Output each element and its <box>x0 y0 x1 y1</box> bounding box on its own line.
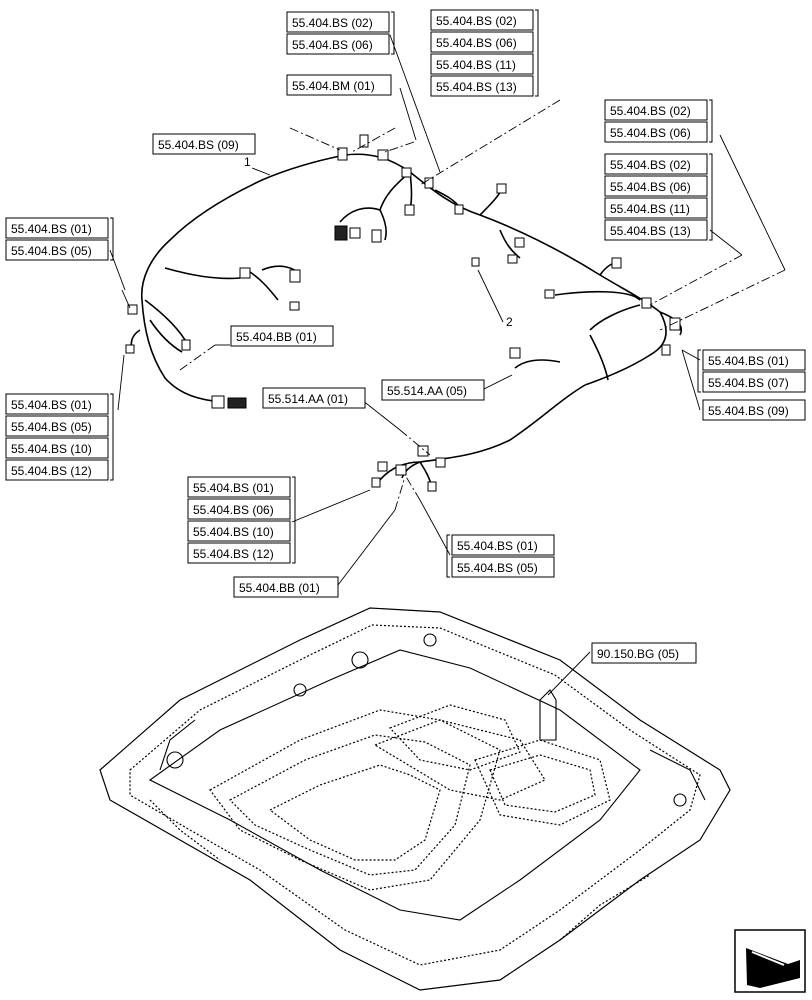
ref-group-g15: 55.404.BS (01) 55.404.BS (05) <box>446 534 555 578</box>
item-1-number: 1 <box>244 155 251 169</box>
ref-group-g12: 55.514.AA (01) <box>262 387 366 409</box>
ref-label[interactable]: 55.404.BS (02) <box>610 158 691 172</box>
ref-group-g13: 55.404.BS (01) 55.404.BS (05) 55.404.BS … <box>5 393 114 481</box>
ref-label[interactable]: 55.404.BS (01) <box>457 539 538 553</box>
ref-label[interactable]: 55.404.BS (02) <box>436 14 517 28</box>
ref-group-g2: 55.404.BS (02) 55.404.BS (06) 55.404.BS … <box>430 9 539 97</box>
ref-label[interactable]: 55.404.BS (06) <box>292 38 373 52</box>
leader-lines <box>109 34 786 696</box>
ref-label[interactable]: 55.404.BS (13) <box>436 80 517 94</box>
ref-group-g1: 55.404.BS (02) 55.404.BS (06) <box>286 11 395 55</box>
ref-group-g8: 55.404.BB (01) <box>230 325 334 347</box>
ref-label[interactable]: 90.150.BG (05) <box>597 647 679 661</box>
ref-label[interactable]: 55.404.BS (05) <box>11 420 92 434</box>
ref-label[interactable]: 55.404.BS (12) <box>11 464 92 478</box>
ref-group-g10: 55.404.BS (09) <box>702 399 806 421</box>
wiring-harness <box>125 134 682 492</box>
ref-group-g6: 55.404.BS (02) 55.404.BS (06) 55.404.BS … <box>604 153 713 241</box>
ref-label[interactable]: 55.404.BS (13) <box>610 224 691 238</box>
ref-group-g17: 90.150.BG (05) <box>591 642 697 664</box>
ref-group-g11: 55.514.AA (05) <box>381 379 485 401</box>
ref-group-g3: 55.404.BM (01) <box>286 74 392 96</box>
arrow-icon[interactable] <box>734 929 806 993</box>
ref-group-g9: 55.404.BS (01) 55.404.BS (07) <box>697 349 806 393</box>
ref-label[interactable]: 55.404.BS (09) <box>708 404 789 418</box>
cab-roof <box>99 607 731 991</box>
ref-group-g5: 55.404.BS (02) 55.404.BS (06) <box>604 99 713 143</box>
ref-label[interactable]: 55.404.BM (01) <box>292 79 375 93</box>
ref-label[interactable]: 55.514.AA (05) <box>387 384 467 398</box>
ref-label[interactable]: 55.404.BS (12) <box>193 547 274 561</box>
ref-label[interactable]: 55.404.BS (10) <box>11 442 92 456</box>
ref-label[interactable]: 55.404.BS (01) <box>708 354 789 368</box>
ref-label[interactable]: 55.404.BS (01) <box>11 398 92 412</box>
ref-group-g7: 55.404.BS (01) 55.404.BS (05) <box>5 217 114 261</box>
ref-label[interactable]: 55.404.BS (05) <box>11 244 92 258</box>
ref-label[interactable]: 55.404.BS (06) <box>436 36 517 50</box>
ref-label[interactable]: 55.404.BS (10) <box>193 525 274 539</box>
ref-label[interactable]: 55.404.BS (06) <box>610 180 691 194</box>
ref-group-g14: 55.404.BS (01) 55.404.BS (06) 55.404.BS … <box>187 476 296 564</box>
ref-label[interactable]: 55.404.BS (02) <box>610 104 691 118</box>
ref-label[interactable]: 55.404.BS (01) <box>11 222 92 236</box>
ref-label[interactable]: 55.404.BB (01) <box>236 330 317 344</box>
ref-label[interactable]: 55.404.BB (01) <box>239 581 320 595</box>
ref-label[interactable]: 55.404.BS (11) <box>436 58 516 72</box>
ref-label[interactable]: 55.404.BS (11) <box>610 202 690 216</box>
ref-label[interactable]: 55.404.BS (02) <box>292 16 373 30</box>
ref-group-g4: 55.404.BS (09) <box>152 133 256 155</box>
ref-label[interactable]: 55.404.BS (06) <box>193 503 274 517</box>
ref-label[interactable]: 55.404.BS (07) <box>708 376 789 390</box>
ref-label[interactable]: 55.514.AA (01) <box>268 392 348 406</box>
item-2-number: 2 <box>506 315 513 329</box>
ref-label[interactable]: 55.404.BS (01) <box>193 481 274 495</box>
ref-label[interactable]: 55.404.BS (05) <box>457 561 538 575</box>
ref-label[interactable]: 55.404.BS (06) <box>610 126 691 140</box>
ref-label[interactable]: 55.404.BS (09) <box>158 138 239 152</box>
ref-group-g16: 55.404.BB (01) <box>233 576 339 598</box>
